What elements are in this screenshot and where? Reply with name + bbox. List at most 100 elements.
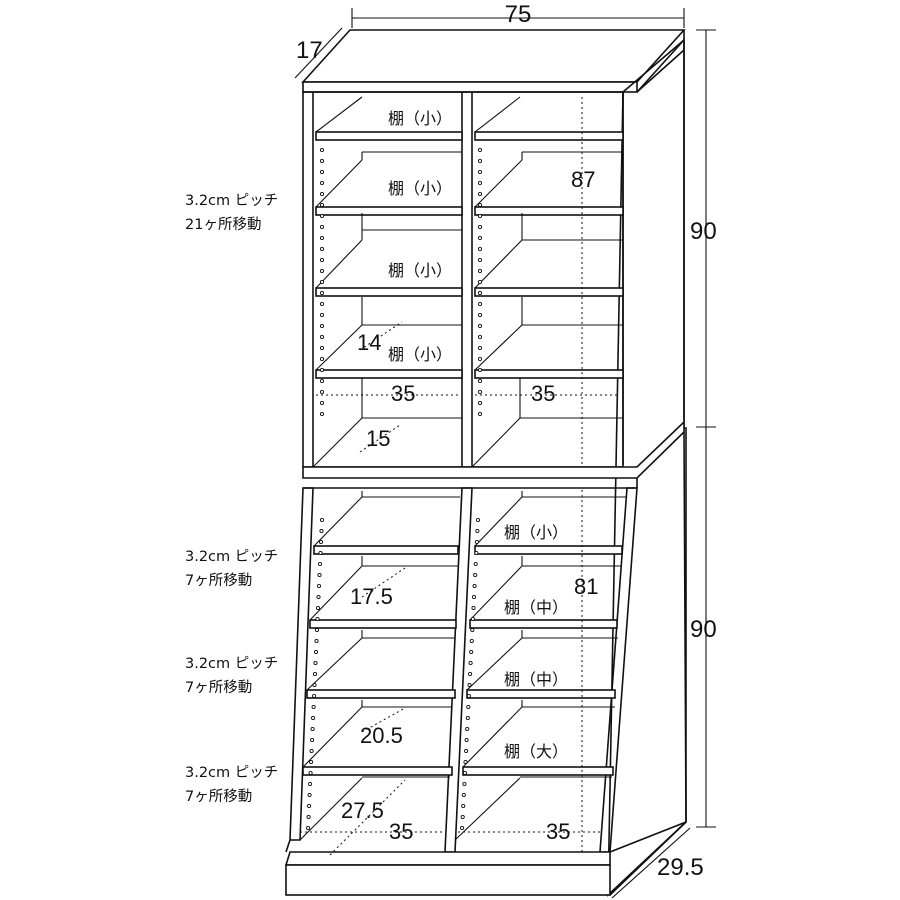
adjust-hole (477, 334, 483, 340)
adjust-hole (472, 583, 477, 589)
top-depth-dimension-line (294, 27, 343, 79)
adjust-hole (467, 682, 472, 688)
upper-right-adjust-holes (477, 147, 483, 417)
lower-right-shelf-label-3: 棚（中） (504, 670, 568, 689)
adjust-hole (477, 312, 483, 318)
upper-right-width-value: 35 (531, 381, 555, 406)
adjust-hole (469, 649, 474, 655)
lower-unit-frame (284, 431, 687, 896)
adjust-hole (319, 312, 325, 318)
adjust-hole (319, 517, 325, 523)
adjust-hole (462, 770, 467, 776)
adjust-hole (477, 400, 483, 406)
adjust-hole (319, 323, 325, 329)
adjust-hole (319, 246, 325, 252)
lower-right-shelf-label-2: 棚（中） (504, 598, 568, 617)
adjust-hole (319, 334, 325, 340)
adjust-hole (477, 356, 483, 362)
adjust-hole (466, 693, 471, 699)
middle-board (302, 420, 685, 479)
upper-adjust-note-line1: 3.2cm ピッチ (185, 192, 278, 209)
upper-left-shelf-label-2: 棚（小） (388, 179, 452, 198)
adjust-hole (477, 378, 483, 384)
adjust-hole (474, 539, 479, 545)
adjust-hole (319, 191, 325, 197)
adjust-hole (477, 180, 483, 186)
adjust-hole (316, 594, 321, 600)
adjust-hole (319, 235, 325, 241)
adjust-hole (312, 682, 317, 688)
lower-inner-height-value: 81 (574, 574, 598, 599)
lower-right-shelf-label-1: 棚（小） (504, 523, 568, 542)
adjust-hole (319, 411, 325, 417)
adjust-hole (319, 257, 325, 263)
adjust-hole (319, 147, 325, 153)
adjust-hole (477, 367, 483, 373)
upper-bottom-depth-value: 15 (366, 426, 390, 451)
adjust-hole (477, 158, 483, 164)
adjust-hole (477, 224, 483, 230)
upper-right-shelves (471, 96, 624, 468)
top-board (301, 29, 686, 83)
lower-base (284, 851, 611, 866)
lower-height-value: 90 (690, 616, 717, 643)
adjust-hole (315, 605, 321, 611)
adjust-hole (477, 389, 483, 395)
adjust-hole (313, 660, 318, 666)
adjust-hole (319, 169, 325, 175)
adjust-hole (468, 671, 473, 677)
adjust-hole (477, 279, 483, 285)
adjust-hole (477, 345, 483, 351)
adjust-hole (464, 737, 469, 743)
adjust-hole (477, 323, 483, 329)
lower-shelf-depth-1-value: 17.5 (350, 584, 393, 609)
lower-right-shelf-label-4: 棚（大） (504, 742, 568, 761)
adjust-hole (319, 345, 325, 351)
adjust-hole (473, 561, 478, 567)
adjust-hole (477, 191, 483, 197)
adjust-hole (319, 367, 325, 373)
adjust-hole (477, 202, 483, 208)
adjust-hole (307, 803, 312, 809)
top-depth-value: 17 (296, 37, 323, 64)
adjust-hole (475, 517, 481, 523)
upper-left-shelf-label-3: 棚（小） (388, 261, 452, 280)
upper-height-value: 90 (690, 218, 717, 245)
adjust-hole (311, 704, 316, 710)
lower3-adjust-note-line1: 3.2cm ピッチ (185, 764, 278, 781)
adjust-hole (474, 550, 479, 556)
adjust-hole (477, 246, 483, 252)
upper-shelf-depth-value: 14 (357, 330, 381, 355)
adjust-hole (307, 792, 312, 798)
adjust-hole (319, 202, 325, 208)
adjust-hole (471, 605, 476, 611)
adjust-hole (319, 378, 325, 384)
upper-left-adjust-holes (319, 147, 325, 417)
adjust-hole (306, 825, 311, 831)
adjust-hole (310, 726, 315, 732)
adjust-hole (319, 389, 325, 395)
lower2-adjust-note-line1: 3.2cm ピッチ (185, 655, 278, 672)
adjust-hole (466, 704, 471, 710)
adjust-hole (460, 825, 465, 831)
adjust-hole (309, 759, 314, 765)
adjust-hole (306, 814, 311, 820)
adjust-hole (319, 279, 325, 285)
lower-shelf-depth-2-value: 20.5 (360, 723, 403, 748)
adjust-hole (308, 781, 313, 787)
adjust-hole (319, 356, 325, 362)
adjust-hole (317, 572, 322, 578)
adjust-hole (477, 301, 483, 307)
adjust-hole (316, 583, 322, 589)
lower-right-shelves (454, 491, 626, 841)
adjust-hole (311, 715, 316, 721)
upper-left-shelf-label-4: 棚（小） (388, 345, 452, 364)
top-board-side (636, 39, 685, 93)
adjust-hole (314, 627, 320, 633)
adjust-hole (468, 660, 473, 666)
adjust-hole (319, 268, 325, 274)
adjust-hole (477, 169, 483, 175)
adjust-hole (310, 737, 315, 743)
